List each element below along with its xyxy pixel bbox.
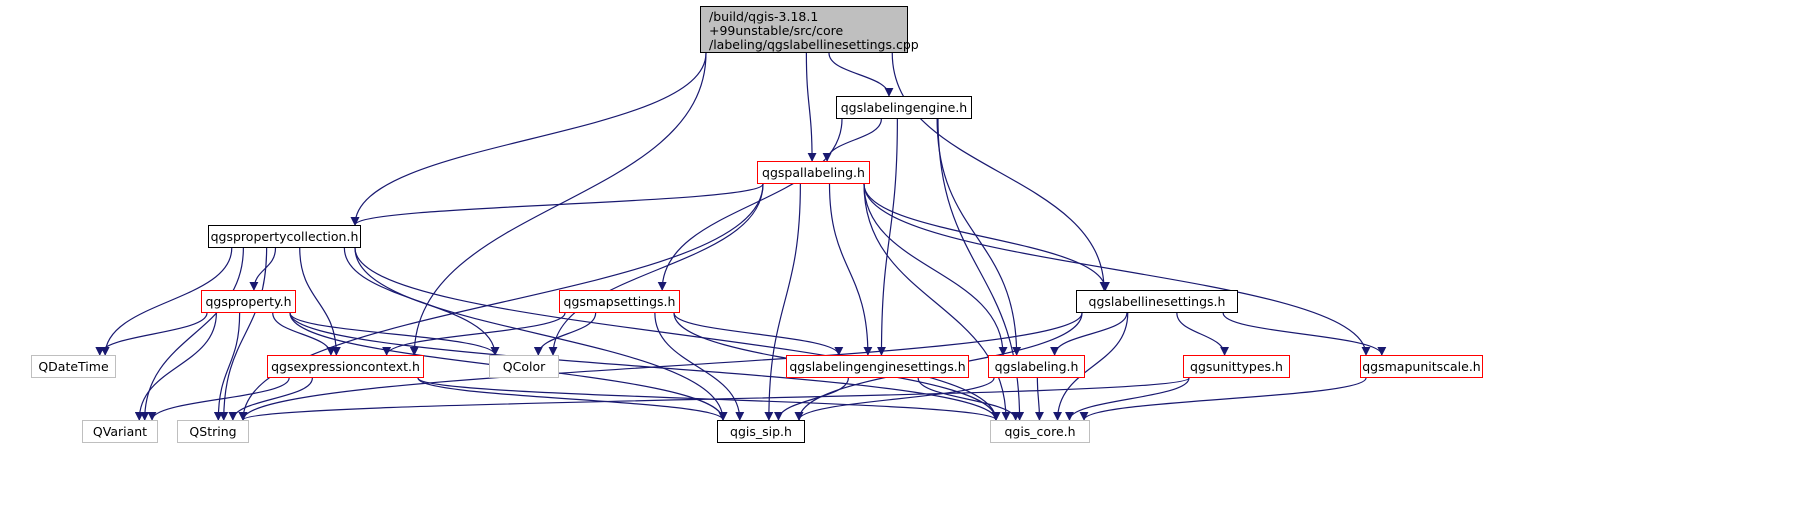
edge-pallabeling-to-mapunitscale bbox=[863, 183, 1371, 356]
root-file-node[interactable]: /build/qgis-3.18.1 +99unstable/src/core … bbox=[700, 6, 919, 53]
edge-labelingengine-to-engsettings bbox=[876, 118, 898, 356]
edge-exprcontext-to-qgissip bbox=[417, 377, 728, 421]
node-qdatetime: QDateTime bbox=[31, 355, 116, 378]
edge-root-to-labellinesettings bbox=[891, 52, 1109, 291]
edge-labelingengine-to-labeling bbox=[936, 118, 1022, 356]
edge-propcollection-to-property bbox=[249, 247, 277, 291]
edge-mapunitscale-to-qgiscore bbox=[1079, 377, 1367, 421]
node-qstring: QString bbox=[177, 420, 249, 443]
edge-engsettings-to-qgiscore bbox=[917, 377, 1021, 421]
edge-labellinesettings-to-labeling bbox=[1050, 312, 1128, 356]
edge-labeling-to-qgiscore bbox=[1034, 377, 1044, 421]
edge-root-to-propcollection bbox=[350, 52, 707, 226]
edge-pallabeling-to-propcollection bbox=[350, 183, 764, 226]
root-path-line-2: +99unstable/src/core bbox=[709, 23, 844, 38]
root-path-line-3: /labeling/qgslabellinesettings.cpp bbox=[709, 37, 919, 52]
node-qgsproperty[interactable]: qgsproperty.h bbox=[201, 290, 296, 313]
edge-engsettings-to-qgissip bbox=[774, 377, 849, 421]
edge-pallabeling-to-qstring bbox=[238, 183, 764, 421]
node-qgsmapunitscale[interactable]: qgsmapunitscale.h bbox=[1360, 355, 1483, 378]
node-qgis-sip[interactable]: qgis_sip.h bbox=[717, 420, 805, 443]
edge-pallabeling-to-qgiscore bbox=[863, 183, 1011, 421]
edge-propcollection-to-qgissip bbox=[354, 247, 728, 421]
edge-labeling-to-qgissip bbox=[794, 377, 995, 421]
edge-labelingengine-to-pallabeling bbox=[822, 118, 882, 162]
edge-labellinesettings-to-unittypes bbox=[1176, 312, 1230, 356]
edge-labellinesettings-to-mapunitscale bbox=[1222, 312, 1387, 356]
edge-pallabeling-to-engsettings bbox=[828, 183, 873, 356]
edge-property-to-exprcontext bbox=[272, 312, 336, 356]
edge-mapsettings-to-qcolor bbox=[533, 312, 597, 356]
edge-mapsettings-to-exprcontext bbox=[382, 312, 566, 356]
edge-property-to-qvariant bbox=[134, 312, 217, 421]
edge-root-to-pallabeling bbox=[805, 52, 817, 162]
edge-labelingengine-to-mapsettings bbox=[657, 118, 843, 291]
edge-labellinesettings-to-qgiscore bbox=[1053, 312, 1129, 421]
edge-mapsettings-to-engsettings bbox=[673, 312, 844, 356]
edge-property-to-qcolor bbox=[289, 312, 500, 356]
root-path-line-1: /build/qgis-3.18.1 bbox=[709, 9, 819, 24]
node-qgsunittypes[interactable]: qgsunittypes.h bbox=[1183, 355, 1290, 378]
node-qgslabellinesettings[interactable]: qgslabellinesettings.h bbox=[1076, 290, 1238, 313]
node-qgslabelingengine[interactable]: qgslabelingengine.h bbox=[836, 96, 972, 119]
edge-pallabeling-to-qcolor bbox=[548, 183, 764, 356]
node-qgspropertycollection[interactable]: qgspropertycollection.h bbox=[208, 225, 361, 248]
node-qgspallabeling[interactable]: qgspallabeling.h bbox=[757, 161, 870, 184]
edge-mapsettings-to-qgissip bbox=[654, 312, 745, 421]
edge-unittypes-to-qstring bbox=[238, 377, 1190, 421]
node-qvariant: QVariant bbox=[82, 420, 158, 443]
edge-root-to-labelingengine bbox=[828, 52, 894, 97]
node-qgslabelingenginesettings[interactable]: qgslabelingenginesettings.h bbox=[786, 355, 969, 378]
edge-propcollection-to-qstring bbox=[219, 247, 268, 421]
edge-pallabeling-to-qgissip bbox=[764, 183, 801, 421]
node-qcolor: QColor bbox=[489, 355, 559, 378]
edge-propcollection-to-qdatetime bbox=[100, 247, 233, 356]
edge-propcollection-to-qvariant bbox=[140, 247, 244, 421]
edge-property-to-qstring bbox=[213, 312, 241, 421]
node-qgslabeling[interactable]: qgslabeling.h bbox=[988, 355, 1085, 378]
edge-unittypes-to-qgiscore bbox=[1065, 377, 1190, 421]
node-qgsmapsettings[interactable]: qgsmapsettings.h bbox=[559, 290, 680, 313]
edge-pallabeling-to-labeling bbox=[863, 183, 1008, 356]
edge-property-to-qgiscore bbox=[289, 312, 1001, 421]
node-qgis-core: qgis_core.h bbox=[990, 420, 1090, 443]
edge-pallabeling-to-labellinesettings bbox=[863, 183, 1110, 291]
edge-property-to-qdatetime bbox=[95, 312, 208, 356]
edge-labellinesettings-to-qstring bbox=[238, 312, 1083, 421]
edge-exprcontext-to-qstring bbox=[228, 377, 313, 421]
edge-exprcontext-to-qvariant bbox=[147, 377, 290, 421]
edge-propcollection-to-qgiscore bbox=[354, 247, 1001, 421]
node-qgsexpressioncontext[interactable]: qgsexpressioncontext.h bbox=[267, 355, 424, 378]
